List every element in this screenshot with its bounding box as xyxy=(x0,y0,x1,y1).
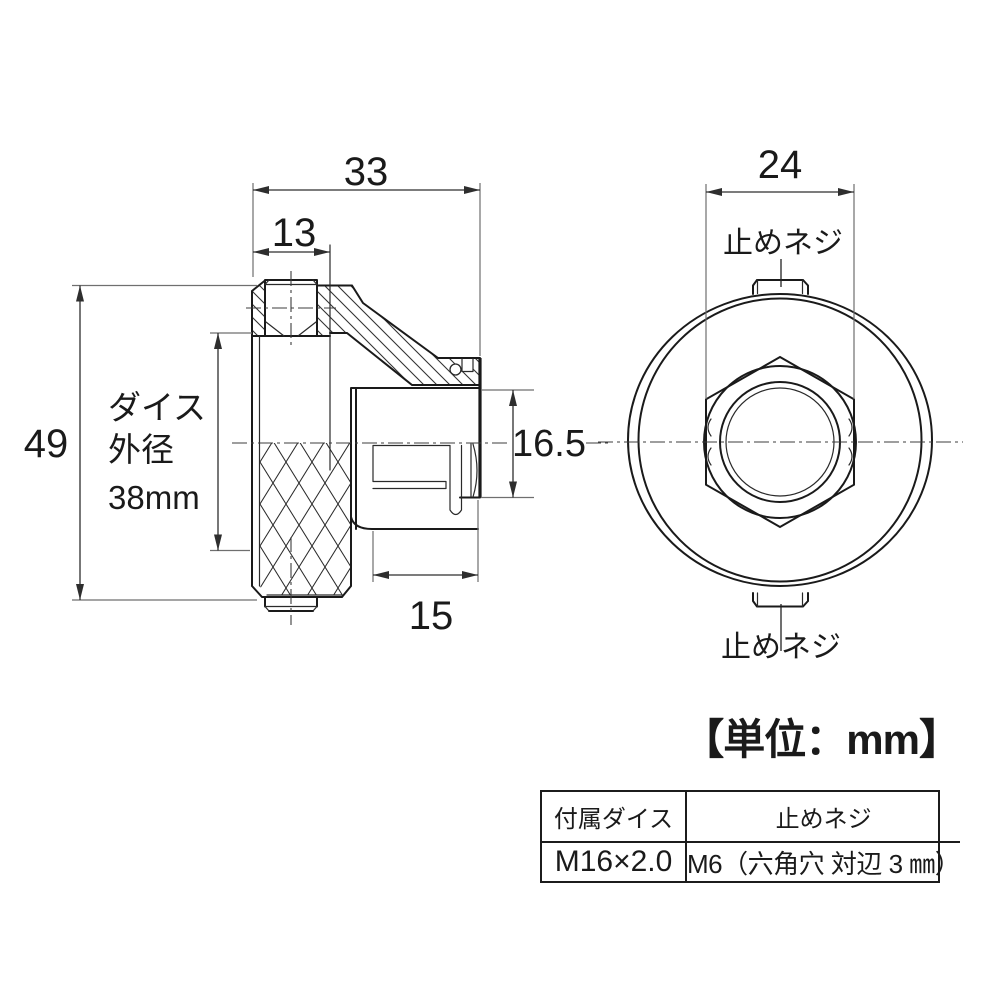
dimension-13: 13 xyxy=(253,211,330,256)
front-view-drawing: 止めネジ 止めネジ 24 xyxy=(598,143,963,664)
dimension-49: 49 xyxy=(24,284,257,601)
side-view-drawing: 33 13 49 ダイス 外径 38mm 16 xyxy=(24,150,610,638)
set-screw-top xyxy=(752,279,809,295)
dim-13-text: 13 xyxy=(272,211,317,255)
set-screw-label-top: 止めネジ xyxy=(723,227,843,260)
spec-table: 付属ダイス 止めネジ M16×2.0 M6（六角穴 対辺 3 ㎜） xyxy=(540,790,961,883)
dim-33-text: 33 xyxy=(344,150,389,194)
set-screw-hole-section xyxy=(449,363,462,376)
dimension-15: 15 xyxy=(372,500,479,638)
hex-nut-outline xyxy=(705,355,855,529)
die-od-label-line3: 38mm xyxy=(108,479,200,516)
spec-table-value-die: M16×2.0 xyxy=(542,843,687,881)
flange-outer-circle xyxy=(627,293,933,587)
spec-table-value-setscrew: M6（六角穴 対辺 3 ㎜） xyxy=(687,848,961,879)
spec-table-header-die: 付属ダイス xyxy=(542,792,687,843)
dimension-die-od-38: ダイス 外径 38mm xyxy=(108,332,252,552)
side-view-centerlines xyxy=(232,271,610,625)
dimension-16-5: 16.5 xyxy=(481,389,586,499)
set-screw-label-bottom: 止めネジ xyxy=(721,631,841,664)
set-screw-bottom xyxy=(752,592,809,608)
hex-chamfer-arcs xyxy=(707,418,853,466)
oring-groove xyxy=(462,358,473,372)
dim-24-text: 24 xyxy=(758,143,803,187)
knurl-texture xyxy=(259,443,351,595)
section-hatch-flange xyxy=(317,285,480,385)
die-od-label-line2: 外径 xyxy=(108,431,174,468)
spec-table-header-setscrew: 止めネジ xyxy=(687,792,961,843)
dimension-24: 24 xyxy=(705,143,855,399)
dim-16-5-text: 16.5 xyxy=(512,423,586,465)
dim-15-text: 15 xyxy=(409,594,454,638)
flange-rim-circle xyxy=(637,297,923,583)
dimension-33: 33 xyxy=(252,150,481,356)
die-od-label-line1: ダイス xyxy=(108,389,206,426)
units-note: 【単位：mm】 xyxy=(682,716,961,763)
dim-49-text: 49 xyxy=(24,422,69,466)
